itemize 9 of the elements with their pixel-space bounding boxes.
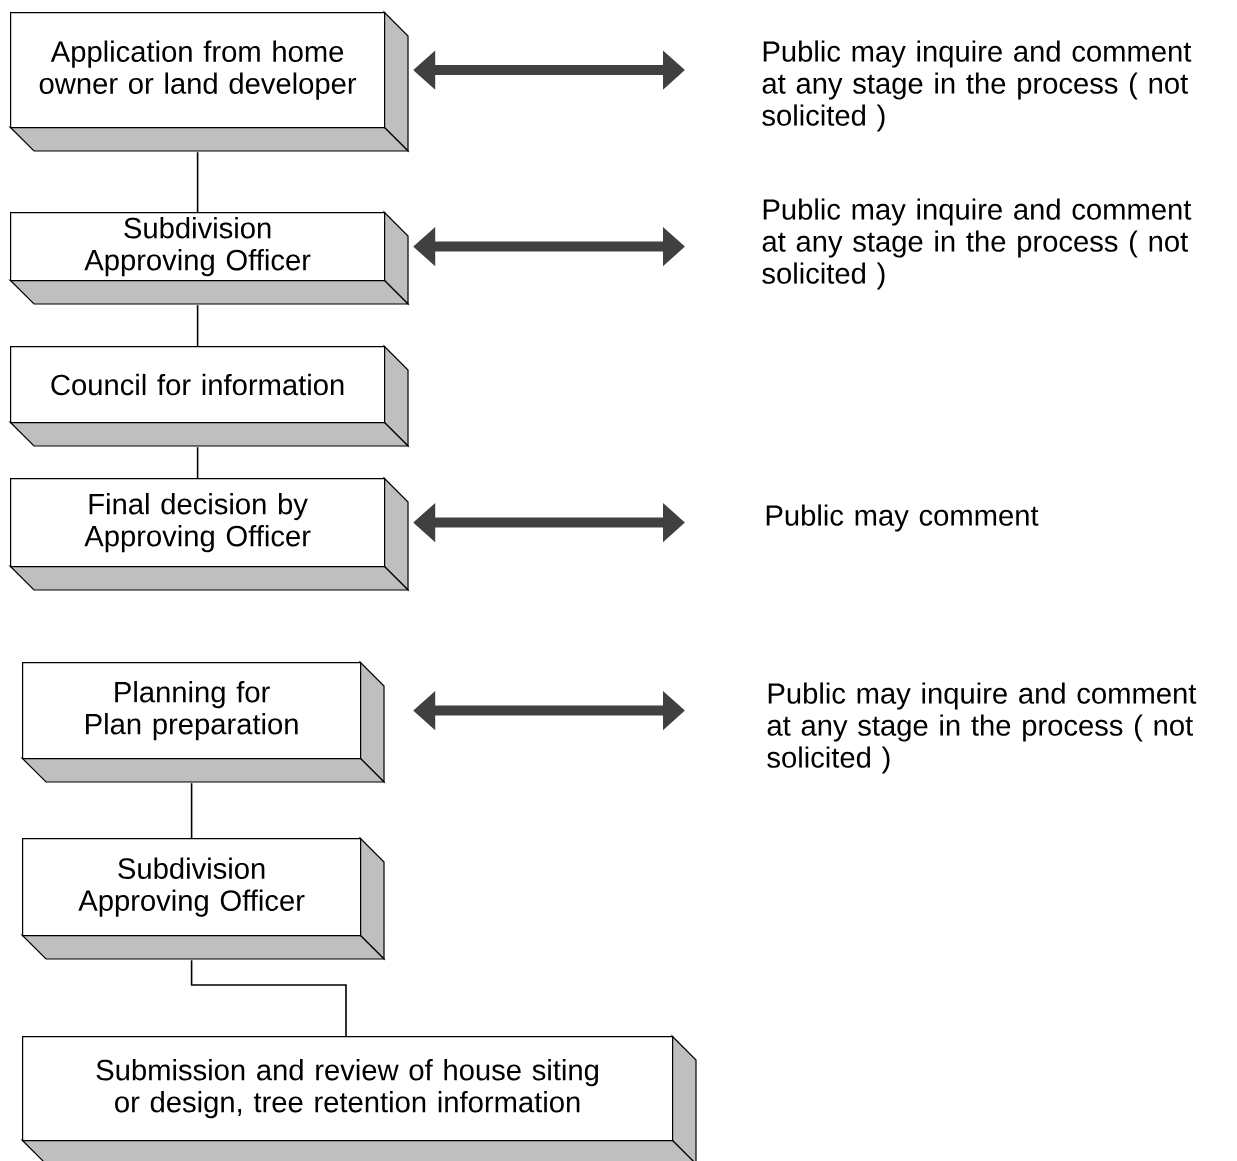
comment-text: Public may inquire and comment at any stage in the process ( not solicited ) [762,198,1192,290]
connector-line [190,959,347,1037]
comment-text: Public may inquire and comment at any stage in the process ( not solicited ) [762,40,1192,132]
connector-line [196,304,199,347]
comment-text: Public may comment [766,504,1039,532]
connector-line [196,446,199,479]
comment-text: Public may inquire and comment at any stage in the process ( not solicited ) [767,682,1197,774]
connector-line [190,782,193,839]
connector-line [196,151,199,213]
